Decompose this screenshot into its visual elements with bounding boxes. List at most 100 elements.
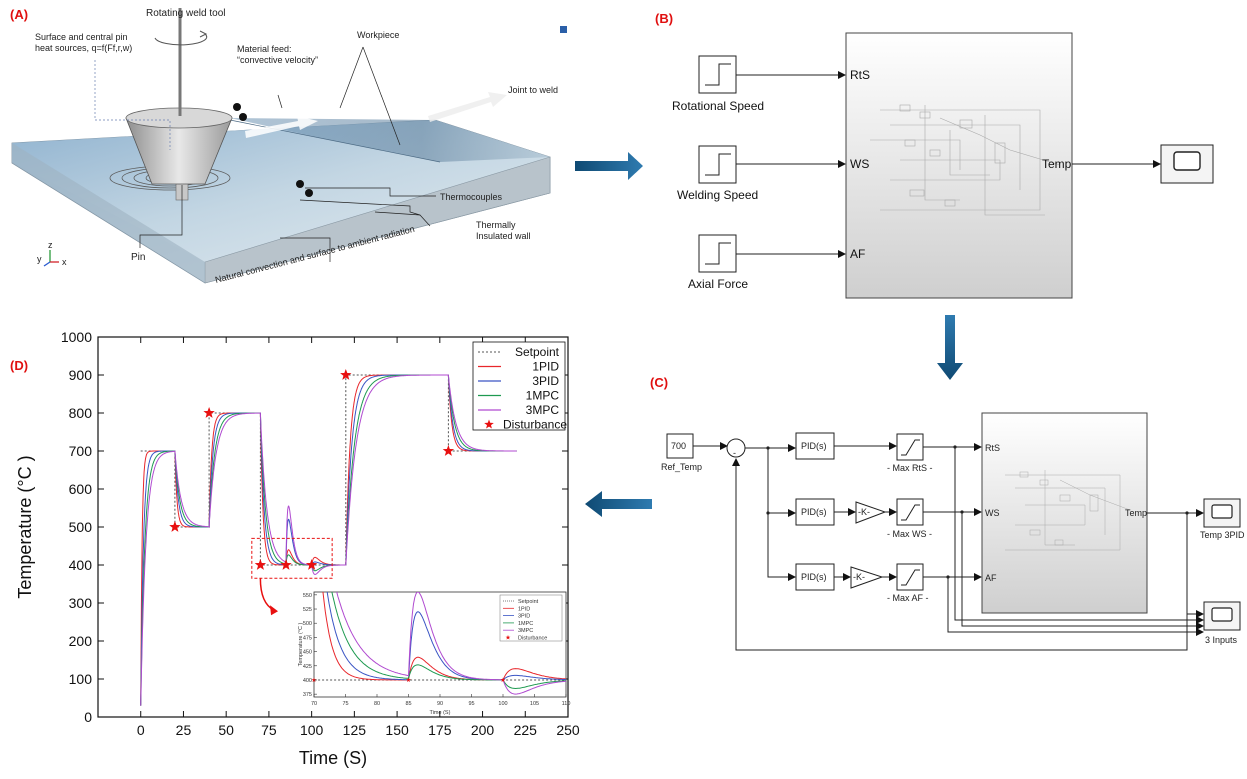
inset-x-axis-label: Time (S) bbox=[430, 710, 451, 716]
disturbance-marker bbox=[280, 559, 292, 570]
series-group bbox=[314, 592, 566, 695]
inset-x-tick-label: 110 bbox=[562, 701, 571, 707]
inset-y-tick-label: 375 bbox=[303, 692, 312, 698]
thermocouples-label: Thermocouples bbox=[440, 192, 503, 202]
inset-legend-label: 3PID bbox=[518, 614, 530, 620]
zoom-box bbox=[251, 537, 333, 579]
legend-label: 3PID bbox=[532, 374, 559, 388]
x-tick-label: 0 bbox=[137, 722, 145, 738]
panel-d-label: (D) bbox=[10, 358, 28, 373]
tool-label: Rotating weld tool bbox=[146, 8, 226, 19]
scope2-label: 3 Inputs bbox=[1205, 635, 1238, 645]
ref-temp-label: Ref_Temp bbox=[661, 462, 702, 472]
inset-y-tick-label: 550 bbox=[303, 593, 312, 599]
y-tick-label: 200 bbox=[69, 633, 93, 649]
scope-block-b bbox=[1160, 144, 1214, 184]
axis-z-label: z bbox=[48, 240, 53, 250]
gain-label-ws: -K- bbox=[858, 507, 870, 517]
feed-label-1: Material feed: bbox=[237, 44, 292, 54]
inset-disturbance-marker bbox=[500, 677, 506, 682]
x-tick-label: 250 bbox=[556, 722, 580, 738]
series-line-3mpc bbox=[336, 592, 566, 695]
port-c-af: AF bbox=[985, 573, 997, 583]
legend-label: Disturbance bbox=[503, 418, 567, 432]
sat-label-rts: - Max RtS - bbox=[887, 463, 933, 473]
workpiece-label: Workpiece bbox=[357, 30, 399, 40]
heat-source-label-1: Surface and central pin bbox=[35, 32, 128, 42]
x-tick-label: 125 bbox=[343, 722, 367, 738]
gain-block-ws bbox=[855, 501, 887, 524]
ref-temp-value: 700 bbox=[671, 441, 686, 451]
inset-legend-box bbox=[499, 594, 563, 642]
y-tick-label: 300 bbox=[69, 595, 93, 611]
port-ws: WS bbox=[850, 157, 869, 171]
x-tick-label: 25 bbox=[176, 722, 192, 738]
inset-legend-label: Setpoint bbox=[518, 599, 539, 605]
x-tick-label: 100 bbox=[300, 722, 324, 738]
x-tick-label: 50 bbox=[218, 722, 234, 738]
x-axis-label: Time (S) bbox=[299, 748, 367, 768]
inset-x-tick-label: 95 bbox=[468, 701, 474, 707]
y-axis-label: Temperature (°C ) bbox=[15, 455, 35, 598]
disturbance-marker bbox=[254, 559, 267, 570]
simulink-model-c: 700 Ref_Temp - PID(s) PID(s) PID(s) -K- … bbox=[661, 412, 1245, 651]
inset-x-tick-label: 100 bbox=[498, 701, 507, 707]
inset-disturbance-marker bbox=[406, 677, 411, 682]
series-line-1mpc bbox=[331, 592, 566, 690]
zoom-arrow-head bbox=[270, 605, 279, 616]
inset-legend-swatch bbox=[505, 635, 511, 640]
pid-label-3: PID(s) bbox=[801, 572, 827, 582]
axis-x-label: x bbox=[62, 257, 67, 267]
inset-x-tick-label: 85 bbox=[405, 701, 411, 707]
wall-label-2: Insulated wall bbox=[476, 231, 531, 241]
disturbance-marker bbox=[442, 445, 455, 456]
port-c-rts: RtS bbox=[985, 443, 1000, 453]
legend-label: 1PID bbox=[532, 360, 559, 374]
gain-label-af: -K- bbox=[853, 572, 865, 582]
y-tick-label: 700 bbox=[69, 443, 93, 459]
pid-label-1: PID(s) bbox=[801, 441, 827, 451]
step-block-rts bbox=[698, 55, 737, 94]
inset-x-tick-label: 70 bbox=[311, 701, 317, 707]
port-c-temp: Temp bbox=[1125, 508, 1147, 518]
y-tick-label: 1000 bbox=[61, 329, 92, 345]
inset-y-tick-label: 475 bbox=[303, 635, 312, 641]
inset-x-tick-label: 80 bbox=[374, 701, 380, 707]
y-tick-label: 800 bbox=[69, 405, 93, 421]
small-icon bbox=[560, 26, 567, 33]
wall-label-1: Thermally bbox=[476, 220, 516, 230]
inset-y-tick-label: 525 bbox=[303, 607, 312, 613]
subsystem-block-c bbox=[981, 412, 1148, 614]
y-tick-label: 0 bbox=[84, 709, 92, 725]
inset-y-axis-label: Temperature (°C ) bbox=[298, 622, 304, 666]
port-rts: RtS bbox=[850, 68, 870, 82]
gain-block-af bbox=[850, 566, 884, 589]
panel-a-label: (A) bbox=[10, 7, 28, 22]
x-tick-label: 200 bbox=[471, 722, 495, 738]
panel-b-label: (B) bbox=[655, 11, 673, 26]
y-tick-label: 600 bbox=[69, 481, 93, 497]
inset-legend-label: 1PID bbox=[518, 606, 530, 612]
sat-block-ws bbox=[896, 498, 924, 526]
disturbance-marker bbox=[305, 559, 318, 570]
sat-label-af: - Max AF - bbox=[887, 593, 929, 603]
pin-label: Pin bbox=[131, 252, 145, 263]
y-tick-label: 100 bbox=[69, 671, 93, 687]
inset-x-tick-label: 75 bbox=[342, 701, 348, 707]
legend-label: 1MPC bbox=[526, 389, 560, 403]
inset-legend-label: 3MPC bbox=[518, 628, 533, 634]
step-block-af bbox=[698, 234, 737, 273]
legend-box bbox=[472, 341, 566, 431]
panel-c-label: (C) bbox=[650, 375, 668, 390]
inset-y-tick-label: 500 bbox=[303, 621, 312, 627]
weld-schematic: z y x bbox=[11, 8, 567, 284]
disturbance-marker bbox=[203, 407, 215, 418]
series-line-3mpc bbox=[140, 374, 517, 706]
scope-temp-3pid bbox=[1203, 498, 1241, 528]
inset-y-tick-label: 450 bbox=[303, 650, 312, 656]
y-tick-label: 400 bbox=[69, 557, 93, 573]
input-label-af: Axial Force bbox=[688, 277, 748, 291]
inset-x-tick-label: 90 bbox=[437, 701, 443, 707]
arrow-c-to-d bbox=[585, 491, 652, 517]
